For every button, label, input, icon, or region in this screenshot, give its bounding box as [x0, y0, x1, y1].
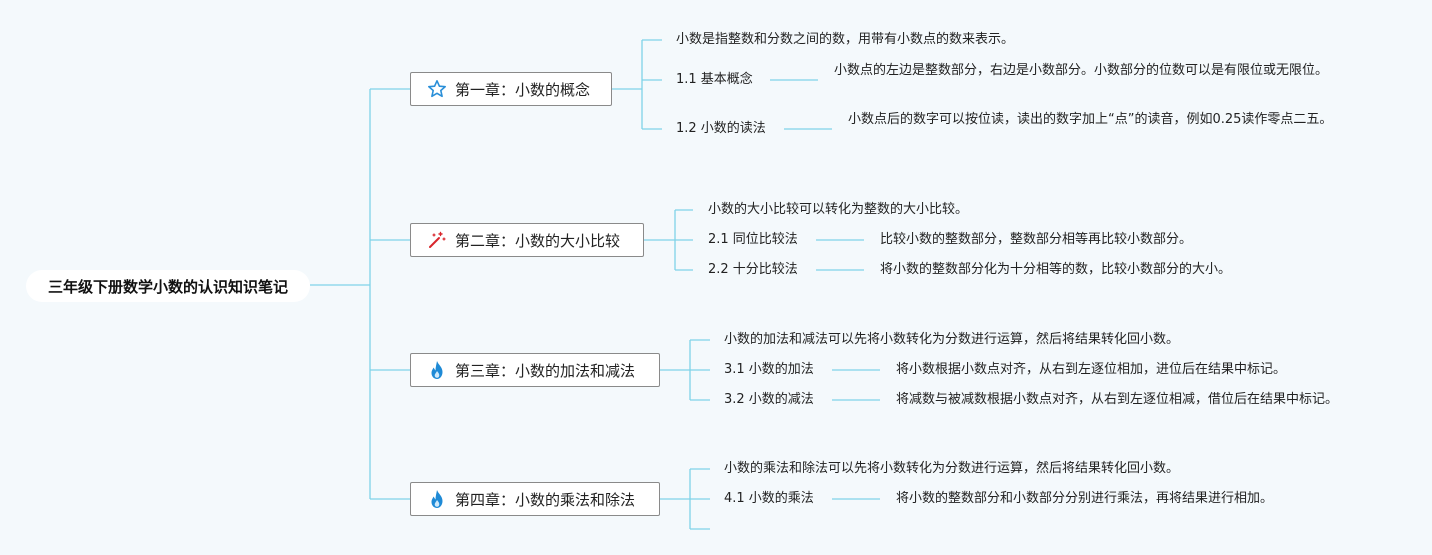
section-2-1-label[interactable]: 2.1 同位比较法: [708, 232, 798, 247]
fire-icon: [427, 360, 447, 380]
section-2-2-label[interactable]: 2.2 十分比较法: [708, 262, 798, 277]
chapter-2-node[interactable]: 第二章：小数的大小比较: [410, 223, 644, 257]
chapter-2-summary: 小数的大小比较可以转化为整数的大小比较。: [708, 202, 969, 217]
chapter-2-title: 第二章：小数的大小比较: [455, 231, 621, 250]
section-3-2-label[interactable]: 3.2 小数的减法: [724, 392, 814, 407]
section-1-2-label[interactable]: 1.2 小数的读法: [676, 121, 766, 136]
section-1-1-detail: 小数点的左边是整数部分，右边是小数部分。小数部分的位数可以是有限位或无限位。: [834, 63, 1329, 78]
section-1-1-label[interactable]: 1.1 基本概念: [676, 72, 753, 87]
chapter-4-title: 第四章：小数的乘法和除法: [455, 490, 636, 509]
section-3-1-label[interactable]: 3.1 小数的加法: [724, 362, 814, 377]
root-title: 三年级下册数学小数的认识知识笔记: [47, 277, 288, 296]
chapter-3-summary: 小数的加法和减法可以先将小数转化为分数进行运算，然后将结果转化回小数。: [724, 332, 1180, 347]
section-2-1-detail: 比较小数的整数部分，整数部分相等再比较小数部分。: [880, 232, 1193, 247]
section-3-1-detail: 将小数根据小数点对齐，从右到左逐位相加，进位后在结果中标记。: [896, 362, 1287, 377]
section-4-1-label[interactable]: 4.1 小数的乘法: [724, 491, 814, 506]
section-1-2-detail: 小数点后的数字可以按位读，读出的数字加上“点”的读音，例如0.25读作零点二五。: [848, 112, 1333, 127]
star-icon: [427, 79, 447, 99]
chapter-3-node[interactable]: 第三章：小数的加法和减法: [410, 353, 660, 387]
root-topic[interactable]: 三年级下册数学小数的认识知识笔记: [26, 270, 310, 302]
chapter-1-node[interactable]: 第一章：小数的概念: [410, 72, 612, 106]
chapter-4-node[interactable]: 第四章：小数的乘法和除法: [410, 482, 660, 516]
section-2-2-detail: 将小数的整数部分化为十分相等的数，比较小数部分的大小。: [880, 262, 1232, 277]
chapter-3-title: 第三章：小数的加法和减法: [455, 361, 636, 380]
magic-wand-icon: [427, 230, 447, 250]
fire-icon: [427, 489, 447, 509]
section-4-1-detail: 将小数的整数部分和小数部分分别进行乘法，再将结果进行相加。: [896, 491, 1274, 506]
section-3-2-detail: 将减数与被减数根据小数点对齐，从右到左逐位相减，借位后在结果中标记。: [896, 392, 1339, 407]
chapter-1-summary: 小数是指整数和分数之间的数，用带有小数点的数来表示。: [676, 32, 1015, 47]
chapter-4-summary: 小数的乘法和除法可以先将小数转化为分数进行运算，然后将结果转化回小数。: [724, 461, 1180, 476]
chapter-1-title: 第一章：小数的概念: [455, 80, 591, 99]
